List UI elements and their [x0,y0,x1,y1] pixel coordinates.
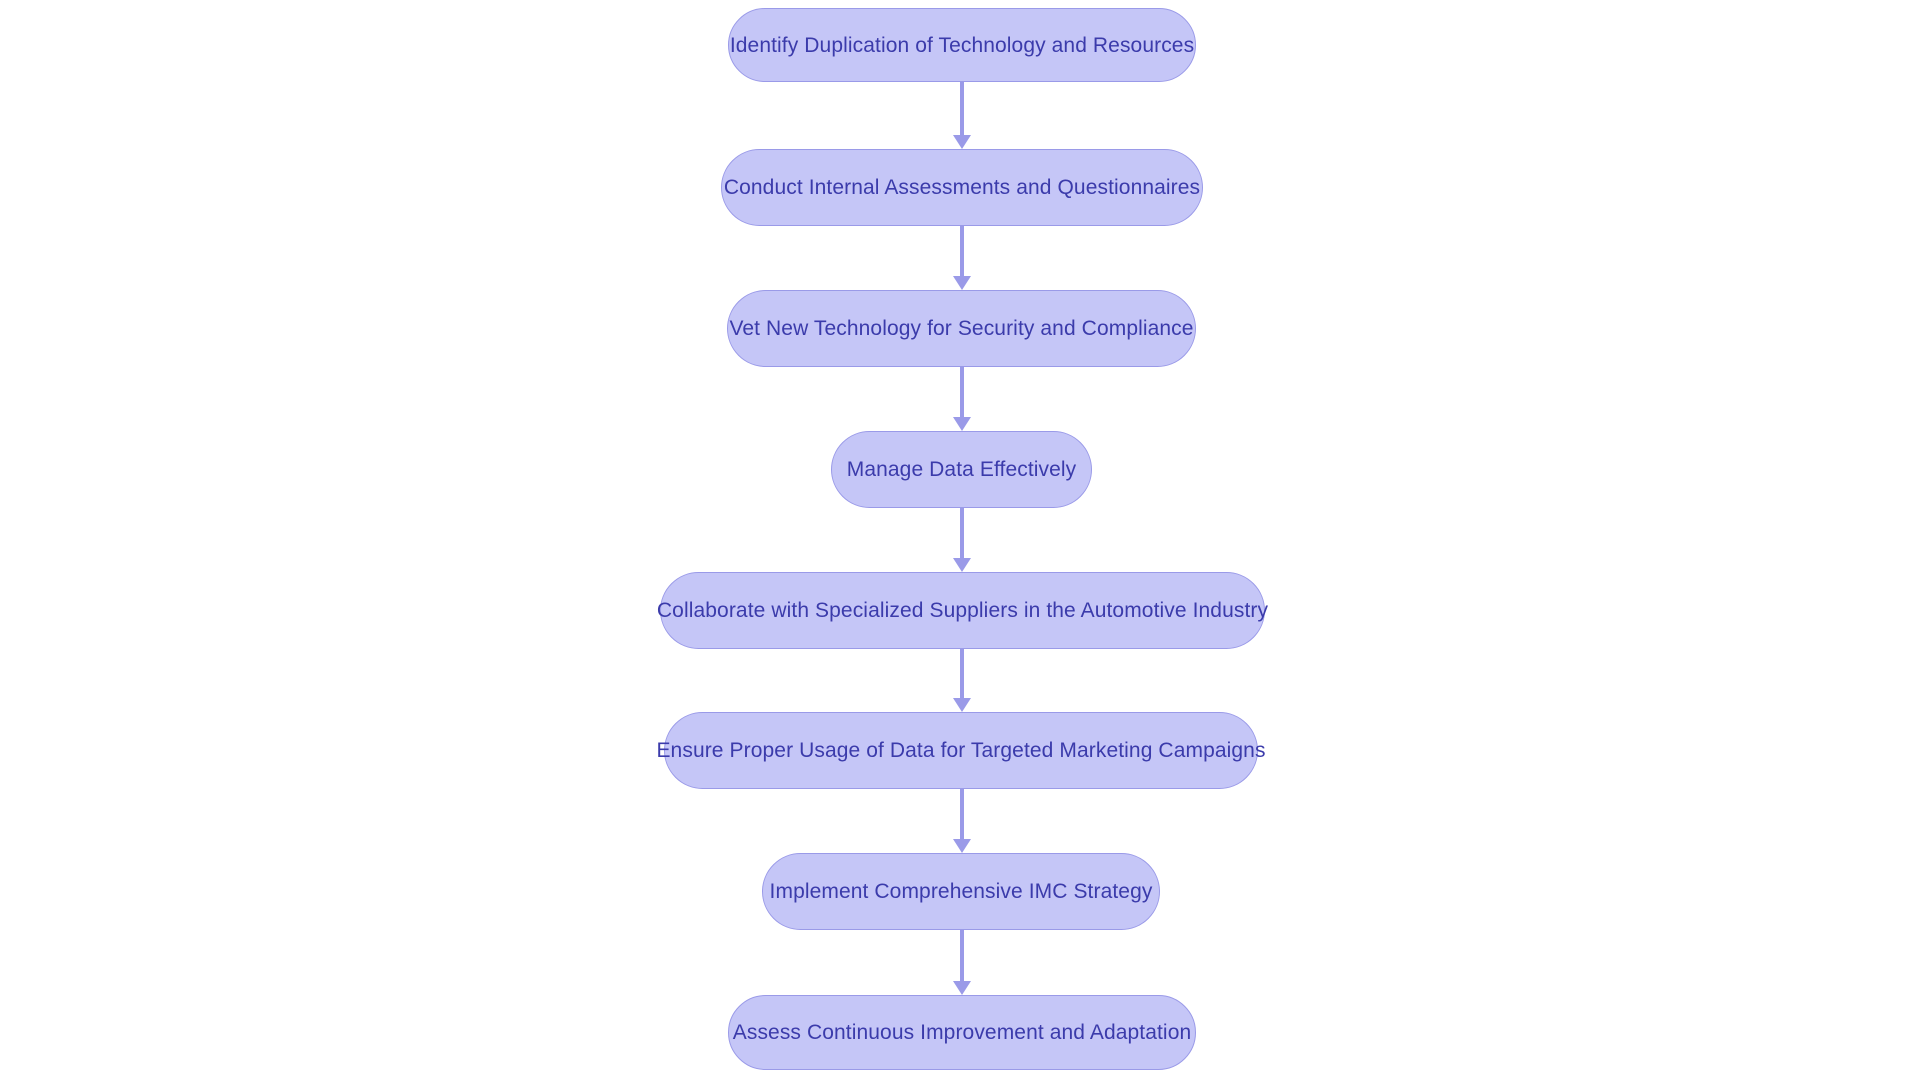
flow-node-label: Collaborate with Specialized Suppliers i… [656,599,1269,622]
flow-node-2[interactable]: Conduct Internal Assessments and Questio… [721,149,1203,226]
flow-node-3[interactable]: Vet New Technology for Security and Comp… [727,290,1196,367]
arrow-head-icon [953,417,971,431]
flow-node-label: Vet New Technology for Security and Comp… [729,317,1194,340]
flow-node-label: Identify Duplication of Technology and R… [729,33,1195,57]
arrow-shaft [960,789,964,840]
arrow-shaft [960,226,964,277]
arrow-shaft [960,930,964,982]
arrow-shaft [960,508,964,559]
arrow-head-icon [953,558,971,572]
arrow-shaft [960,82,964,136]
arrow-head-icon [953,839,971,853]
flow-node-7[interactable]: Implement Comprehensive IMC Strategy [762,853,1160,930]
flow-node-4[interactable]: Manage Data Effectively [831,431,1092,508]
flow-node-5[interactable]: Collaborate with Specialized Suppliers i… [656,572,1269,649]
flow-node-label: Manage Data Effectively [846,458,1077,481]
flow-node-label: Implement Comprehensive IMC Strategy [769,880,1153,903]
flow-node-label: Ensure Proper Usage of Data for Targeted… [656,739,1266,762]
arrow-head-icon [953,981,971,995]
flow-node-label: Conduct Internal Assessments and Questio… [723,176,1201,199]
flow-node-label: Assess Continuous Improvement and Adapta… [732,1021,1192,1044]
flow-node-6[interactable]: Ensure Proper Usage of Data for Targeted… [656,712,1265,789]
arrow-shaft [960,649,964,699]
arrow-head-icon [953,135,971,149]
flow-node-1[interactable]: Identify Duplication of Technology and R… [728,8,1196,82]
arrow-head-icon [953,698,971,712]
arrow-head-icon [953,276,971,290]
flow-node-8[interactable]: Assess Continuous Improvement and Adapta… [728,995,1196,1070]
arrow-shaft [960,367,964,418]
